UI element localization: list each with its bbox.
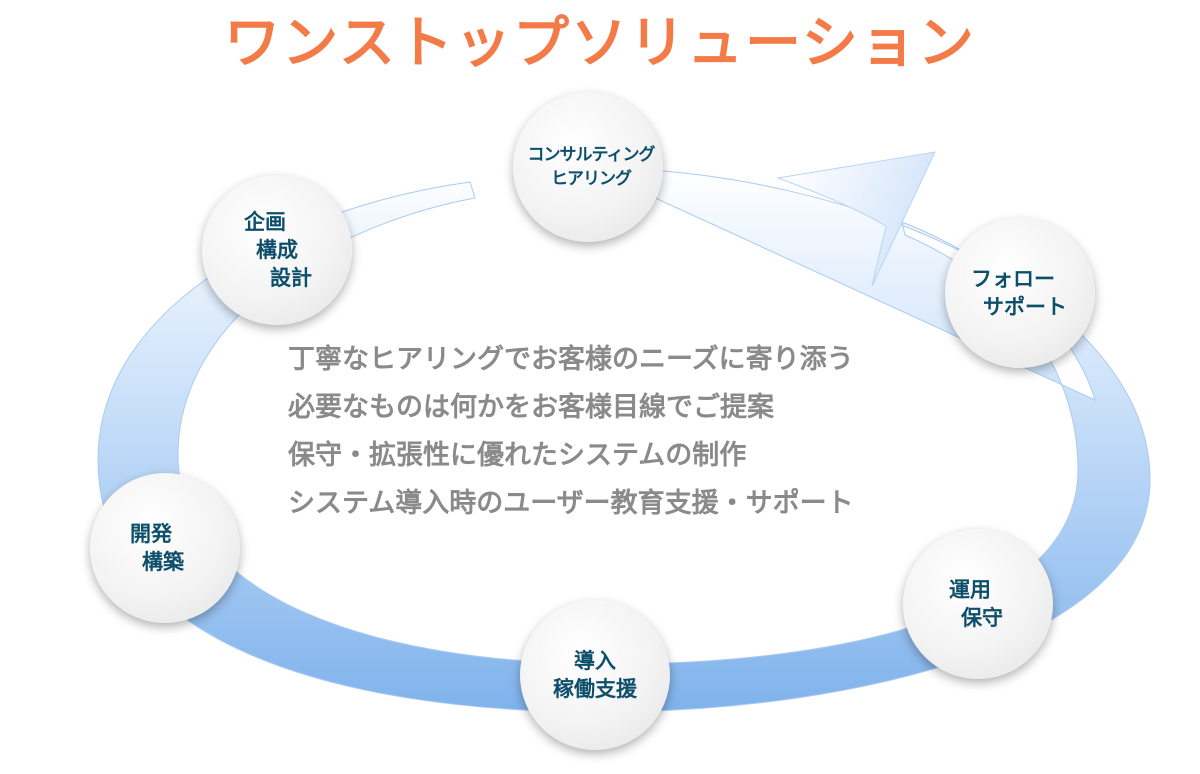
node-introduction-support: 導入 稼働支援 <box>520 600 670 750</box>
node-label: 設計 <box>270 266 312 290</box>
node-label: 稼働支援 <box>553 677 637 701</box>
feature-messages: 丁寧なヒアリングでお客様のニーズに寄り添う 必要なものは何かをお客様目線でご提案… <box>288 336 988 528</box>
feature-message: システム導入時のユーザー教育支援・サポート <box>288 488 854 519</box>
node-label: 企画 <box>244 210 286 234</box>
node-label: ヒアリング <box>551 169 632 189</box>
node-label: コンサルティング <box>527 145 656 165</box>
node-label: サポート <box>983 295 1067 319</box>
feature-message: 保守・拡張性に優れたシステムの制作 <box>288 440 747 471</box>
node-label: 導入 <box>574 649 616 673</box>
node-operation-maintenance: 運用 保守 <box>903 529 1053 679</box>
node-label: 保守 <box>961 606 1003 630</box>
node-label: 開発 <box>130 522 172 546</box>
node-planning-design: 企画 構成 設計 <box>202 175 352 325</box>
cycle-ring-band <box>97 167 1151 713</box>
feature-message: 丁寧なヒアリングでお客様のニーズに寄り添う <box>288 344 854 375</box>
node-label: フォロー <box>971 267 1055 291</box>
node-consulting-hearing: コンサルティング ヒアリング <box>513 92 663 242</box>
node-development-construction: 開発 構築 <box>90 473 240 623</box>
feature-message: 必要なものは何かをお客様目線でご提案 <box>288 392 774 423</box>
node-follow-support: フォロー サポート <box>945 218 1095 368</box>
page-title: ワンストップソリューション <box>224 11 976 76</box>
node-label: 構築 <box>142 550 184 574</box>
node-label: 運用 <box>949 578 991 602</box>
node-label: 構成 <box>256 238 298 262</box>
cycle-arrow-head <box>776 151 936 287</box>
